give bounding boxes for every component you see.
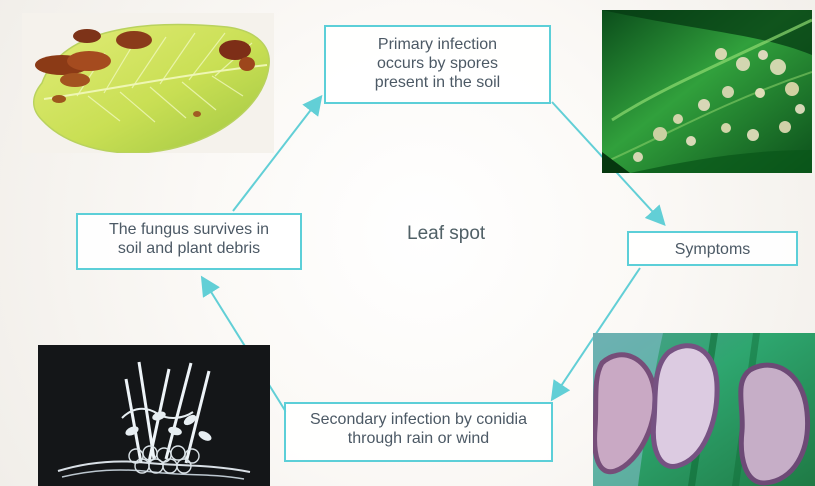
fungus-survival-line-1: The fungus survives in [78, 221, 300, 240]
primary-infection-line-1: Primary infection [326, 36, 549, 55]
primary-infection-box: Primary infection occurs by spores prese… [324, 25, 551, 104]
primary-infection-line-3: present in the soil [326, 74, 549, 93]
secondary-infection-line-2: through rain or wind [286, 430, 551, 449]
fungus-survival-box: The fungus survives in soil and plant de… [76, 213, 302, 270]
fungus-survival-line-2: soil and plant debris [78, 240, 300, 259]
primary-infection-line-2: occurs by spores [326, 55, 549, 74]
leaf-spot-leaf-photo [22, 13, 274, 153]
conidia-microscopy-illustration [38, 345, 270, 486]
secondary-infection-box: Secondary infection by conidia through r… [284, 402, 553, 462]
leaf-spot-center-label: Leaf spot [407, 223, 485, 245]
symptoms-label: Symptoms [629, 241, 796, 260]
secondary-infection-line-1: Secondary infection by conidia [286, 411, 551, 430]
symptoms-box: Symptoms [627, 231, 798, 266]
infected-leaf-spot-photo-green [602, 10, 812, 173]
infected-leaf-lesion-photo [593, 333, 815, 486]
